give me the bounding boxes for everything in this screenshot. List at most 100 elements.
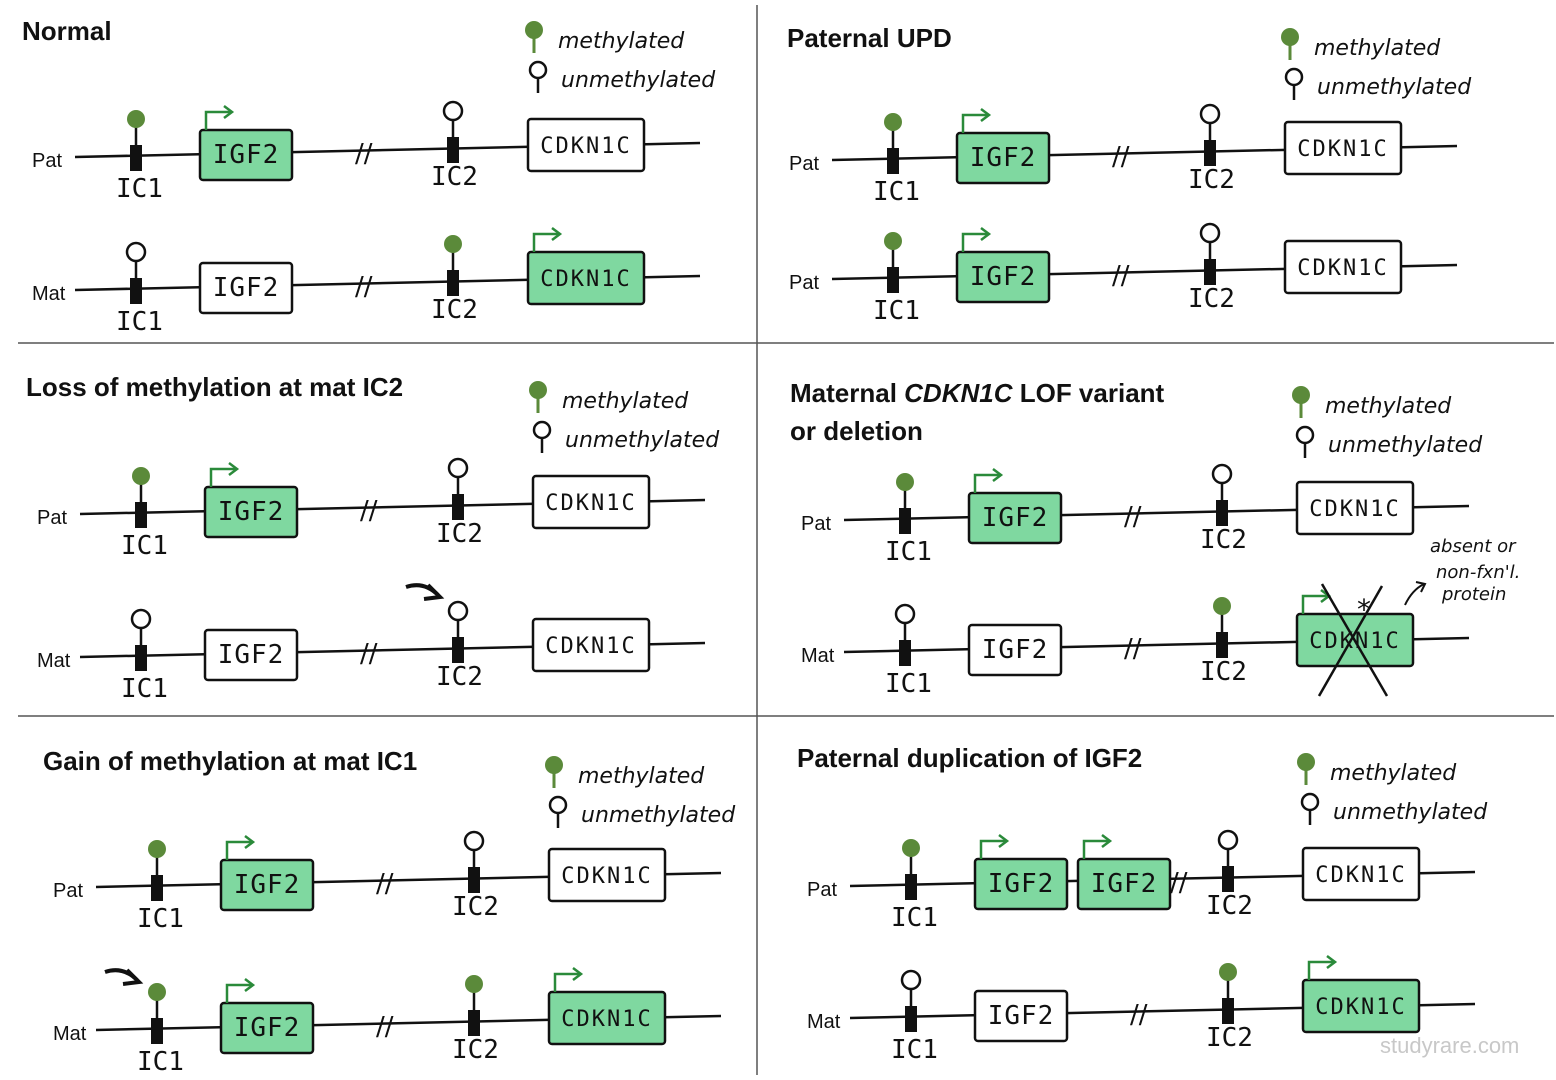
igf2-box	[219, 1001, 315, 1055]
unmethylated-icon	[1199, 103, 1221, 125]
tss-arrowhead	[1101, 834, 1113, 848]
ic-block	[905, 874, 917, 900]
legend-unmethylated-label: unmethylated	[565, 428, 720, 453]
ic1-label: IC1	[137, 904, 184, 934]
igf2-box-label: IGF2	[234, 870, 301, 900]
ic-block	[468, 867, 480, 893]
unmethylated-icon	[442, 100, 464, 122]
strand-label: Pat	[789, 153, 819, 175]
methylated-icon	[1292, 386, 1310, 404]
ic1-label: IC1	[137, 1047, 184, 1077]
tss-arrow-icon	[961, 232, 987, 252]
cdkn1c-box	[526, 117, 646, 173]
tss-arrow-icon	[1307, 960, 1333, 980]
cdkn1c-box-label: CDKN1C	[1315, 863, 1406, 888]
note-arrow	[1404, 583, 1425, 606]
methylated-icon	[1219, 963, 1237, 981]
ic1-label: IC1	[873, 177, 920, 207]
methylated-icon	[529, 381, 547, 399]
igf2-box-label: IGF2	[213, 273, 280, 303]
panel-title-cdkn1c-lof: Maternal CDKN1C LOF variant	[790, 378, 1165, 408]
break-mark: //	[1130, 1000, 1148, 1030]
legend-methylated-label: methylated	[558, 29, 685, 54]
panel-0: methylatedunmethylatedPatIC1IGF2//IC2CDK…	[32, 21, 716, 337]
igf2-box	[973, 857, 1069, 911]
note-arrow-head	[1415, 581, 1427, 593]
ic-block	[1216, 632, 1228, 658]
note-line-3: protein	[1441, 584, 1506, 605]
tss-arrow-icon	[973, 473, 999, 493]
ic1-label: IC1	[116, 307, 163, 337]
tss-arrowhead	[551, 227, 563, 241]
ic2-label: IC2	[436, 662, 483, 692]
panel-title-gain-ic1: Gain of methylation at mat IC1	[43, 746, 417, 776]
ic-block	[887, 148, 899, 174]
tss-arrow-icon	[961, 113, 987, 133]
tss-arrowhead	[244, 835, 256, 849]
panel-title-pat-dup-igf2: Paternal duplication of IGF2	[797, 743, 1142, 773]
unmethylated-icon	[447, 457, 469, 479]
tss-arrow-icon	[225, 840, 251, 860]
igf2-box	[955, 131, 1051, 185]
tss-arrowhead	[572, 967, 584, 981]
ic-block	[1222, 998, 1234, 1024]
strand-label: Pat	[37, 507, 67, 529]
igf2-box-label: IGF2	[970, 143, 1037, 173]
break-mark: //	[1112, 261, 1130, 291]
tss-arrow-icon	[204, 110, 230, 130]
cdkn1c-box-label: CDKN1C	[545, 634, 636, 659]
tss-arrowhead	[228, 462, 240, 476]
pointer-arrowhead	[423, 583, 445, 601]
break-mark: //	[1124, 502, 1142, 532]
igf2-box	[955, 250, 1051, 304]
ic2-label: IC2	[431, 162, 478, 192]
note-line-2: non-fxn'l.	[1436, 562, 1520, 583]
unmethylated-icon	[1300, 792, 1320, 812]
strand-label: Pat	[53, 880, 83, 902]
panel-title-loss-ic2: Loss of methylation at mat IC2	[26, 372, 403, 402]
ic1-label: IC1	[873, 296, 920, 326]
strand-label: Pat	[32, 150, 62, 172]
legend-methylated-label: methylated	[1330, 761, 1457, 786]
cdkn1c-box	[531, 474, 651, 530]
panel-2: methylatedunmethylatedPatIC1IGF2//IC2CDK…	[37, 381, 720, 704]
ic2-label: IC2	[1200, 525, 1247, 555]
igf2-box-label: IGF2	[1091, 869, 1158, 899]
break-mark: //	[1124, 634, 1142, 664]
unmethylated-icon	[548, 795, 568, 815]
strand-label: Mat	[53, 1023, 87, 1045]
panels-layer: methylatedunmethylatedPatIC1IGF2//IC2CDK…	[32, 21, 1488, 1077]
ic-block	[1222, 866, 1234, 892]
ic2-label: IC2	[1206, 891, 1253, 921]
ic-block	[130, 145, 142, 171]
ic-block	[1216, 500, 1228, 526]
tss-arrow-icon	[532, 232, 558, 252]
igf2-box	[967, 491, 1063, 545]
mutation-star-icon: *	[1357, 593, 1371, 626]
ic-block	[447, 137, 459, 163]
igf2-box-label: IGF2	[213, 140, 280, 170]
ic2-label: IC2	[1188, 165, 1235, 195]
cdkn1c-box	[547, 847, 667, 903]
tss-arrow-icon	[1301, 594, 1327, 614]
unmethylated-icon	[1199, 222, 1221, 244]
igf2-box	[219, 858, 315, 912]
cdkn1c-box-label: CDKN1C	[540, 267, 631, 292]
break-mark: //	[376, 1012, 394, 1042]
cdkn1c-box	[531, 617, 651, 673]
ic2-label: IC2	[452, 892, 499, 922]
methylated-icon	[444, 235, 462, 253]
strand-label: Mat	[32, 283, 66, 305]
ic1-label: IC1	[116, 174, 163, 204]
title-prefix: Maternal	[790, 378, 904, 408]
